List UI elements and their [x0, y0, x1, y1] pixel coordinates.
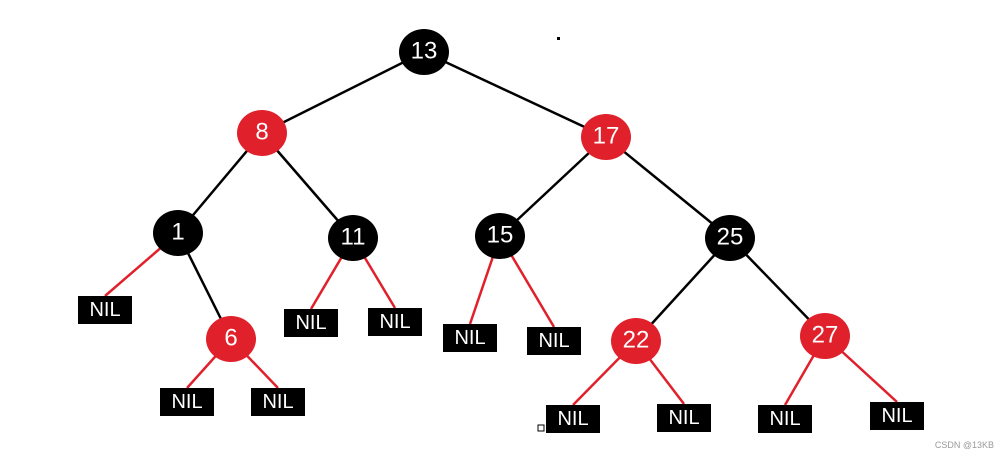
nil-leaf: NIL [368, 308, 422, 336]
node-label: 1 [171, 219, 184, 246]
node-label: 8 [255, 119, 268, 146]
tree-node-1: 1 [153, 210, 203, 256]
edge-n17-n15 [499, 136, 607, 237]
nil-leaf: NIL [443, 324, 497, 352]
edge-n13-n17 [423, 50, 607, 139]
nil-leaf: NIL [527, 327, 581, 355]
black-node-circle [705, 215, 755, 261]
tree-node-25: 25 [705, 215, 755, 261]
nil-box [78, 296, 132, 324]
black-node-circle [328, 215, 378, 261]
nil-leaf: NIL [758, 405, 812, 433]
node-label: 27 [812, 322, 839, 349]
tree-node-17: 17 [581, 114, 631, 160]
edges-layer [176, 50, 826, 342]
edge-n17-n25 [605, 136, 731, 239]
node-label: 15 [487, 222, 514, 249]
red-node-circle [237, 110, 287, 156]
nil-label: NIL [538, 330, 569, 352]
tree-node-22: 22 [611, 318, 661, 364]
red-node-circle [581, 114, 631, 160]
nil-label: NIL [881, 405, 912, 427]
nil-label: NIL [171, 391, 202, 413]
stray-dot [557, 37, 560, 40]
tree-node-27: 27 [800, 313, 850, 359]
nil-layer: NIL NIL NIL NIL NIL NIL NIL NIL NIL NIL NIL [78, 296, 924, 433]
nil-box [443, 324, 497, 352]
black-node-circle [475, 213, 525, 259]
node-label: 6 [224, 325, 237, 352]
nil-label: NIL [379, 311, 410, 333]
red-node-circle [611, 318, 661, 364]
node-label: 22 [623, 327, 650, 354]
node-label: 17 [593, 123, 620, 150]
tree-node-15: 15 [475, 213, 525, 259]
nil-box [546, 405, 600, 433]
nil-box [368, 308, 422, 336]
black-node-circle [153, 210, 203, 256]
nil-label: NIL [89, 299, 120, 321]
tree-node-13: 13 [399, 29, 449, 75]
nil-leaf: NIL [251, 388, 305, 416]
black-node-circle [399, 29, 449, 75]
nil-box [251, 388, 305, 416]
nil-label: NIL [262, 391, 293, 413]
nil-box [160, 388, 214, 416]
nil-label: NIL [295, 312, 326, 334]
nil-leaf: NIL [160, 388, 214, 416]
nil-box [870, 402, 924, 430]
nil-box [758, 405, 812, 433]
node-label: 13 [411, 38, 438, 65]
nil-label: NIL [454, 327, 485, 349]
node-label: 25 [717, 224, 744, 251]
nil-box [657, 404, 711, 432]
tree-node-6: 6 [206, 316, 256, 362]
nil-leaf: NIL [657, 404, 711, 432]
tree-node-8: 8 [237, 110, 287, 156]
node-label: 11 [341, 224, 366, 251]
nil-label: NIL [557, 408, 588, 430]
red-node-circle [206, 316, 256, 362]
tree-node-11: 11 [328, 215, 378, 261]
watermark: CSDN @13KB [934, 440, 994, 450]
nil-box [284, 309, 338, 337]
nil-leaf: NIL [870, 402, 924, 430]
edge-n13-n8 [261, 50, 425, 135]
nil-label: NIL [668, 407, 699, 429]
nil-leaf: NIL [546, 405, 600, 433]
red-node-circle [800, 313, 850, 359]
stray-square [537, 424, 545, 432]
nil-leaf: NIL [78, 296, 132, 324]
nil-leaf: NIL [284, 309, 338, 337]
nil-box [527, 327, 581, 355]
nil-label: NIL [769, 408, 800, 430]
